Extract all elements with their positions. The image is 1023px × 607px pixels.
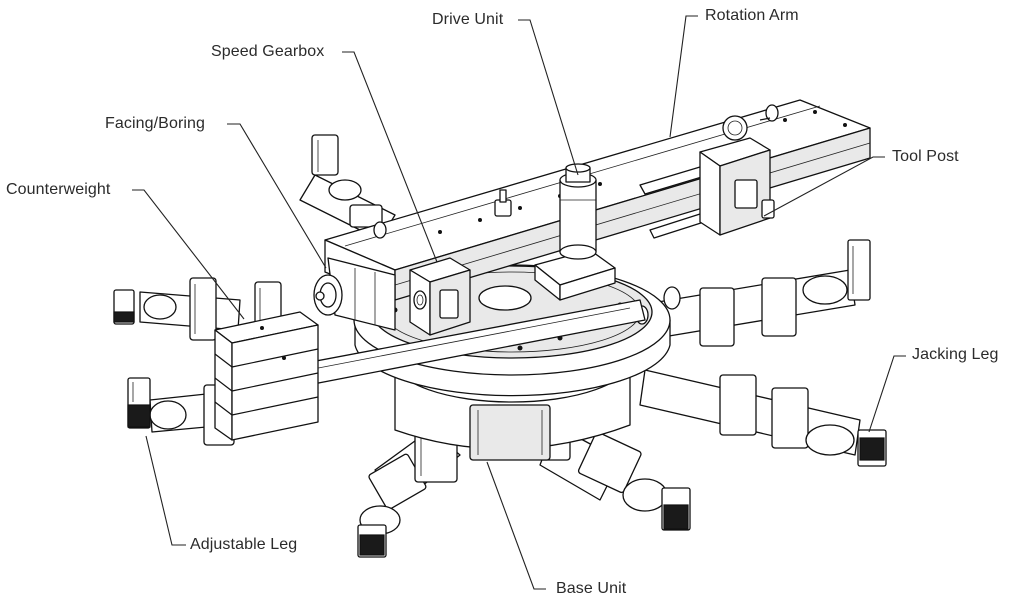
- drive-unit-motor: [559, 163, 597, 260]
- label-facing-boring: Facing/Boring: [105, 115, 206, 132]
- drive-unit-base: [534, 249, 616, 301]
- label-counterweight: Counterweight: [6, 181, 111, 198]
- label-adjustable-leg: Adjustable Leg: [190, 536, 298, 553]
- label-base-unit: Base Unit: [556, 580, 627, 597]
- facing-boring-housing: [313, 257, 396, 331]
- right-upper-leg: [639, 239, 871, 347]
- label-rotation-arm: Rotation Arm: [705, 7, 799, 24]
- label-leaders: [132, 15, 906, 590]
- left-upper-leg: [113, 277, 282, 341]
- label-drive-unit: Drive Unit: [432, 11, 504, 28]
- back-left-leg: [299, 134, 396, 241]
- jacking-leg-right: [639, 369, 887, 467]
- label-tool-post: Tool Post: [892, 148, 959, 165]
- label-speed-gearbox: Speed Gearbox: [211, 43, 325, 60]
- label-jacking-leg: Jacking Leg: [912, 346, 999, 363]
- counterweight-plates: [214, 311, 319, 441]
- tool-post-body: [699, 115, 775, 236]
- speed-gearbox-body: [409, 257, 471, 336]
